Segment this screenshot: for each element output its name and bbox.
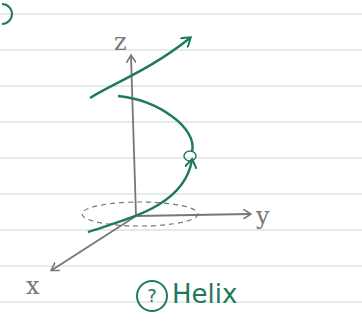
circled-mark: ?	[135, 279, 169, 313]
cut-circle	[2, 4, 12, 24]
axis-label: z	[114, 30, 127, 54]
axes	[52, 56, 250, 270]
title-note: Helix	[172, 281, 237, 307]
ruled-lines	[0, 14, 362, 302]
helix-curve	[88, 38, 196, 232]
mark-text: ?	[135, 279, 169, 305]
axis-label: x	[26, 274, 40, 298]
axis-label: y	[256, 204, 270, 228]
